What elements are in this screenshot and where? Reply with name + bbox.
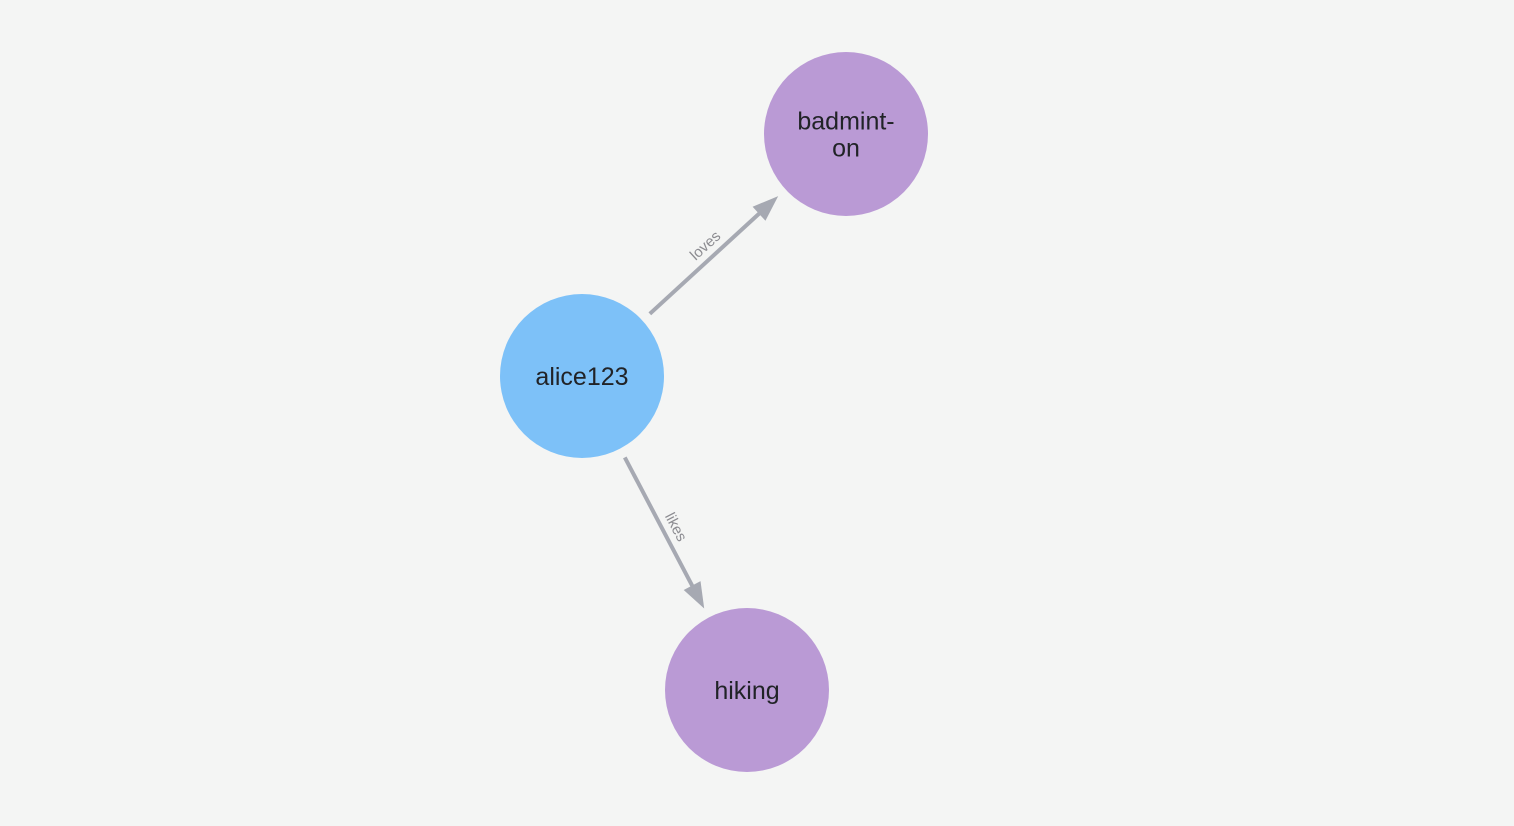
graph-edge-alice123-likes-hiking[interactable]: likes bbox=[623, 456, 705, 609]
graph-node-alice123[interactable]: alice123 bbox=[500, 294, 664, 458]
edge-label: likes bbox=[661, 510, 690, 544]
graph-node-hiking[interactable]: hiking bbox=[665, 608, 829, 772]
node-circle[interactable] bbox=[764, 52, 928, 216]
arrowhead-icon bbox=[683, 581, 705, 609]
edge-label: loves bbox=[687, 228, 724, 264]
arrowhead-icon bbox=[752, 196, 779, 221]
node-circle[interactable] bbox=[665, 608, 829, 772]
edge-line bbox=[648, 210, 762, 316]
node-circle[interactable] bbox=[500, 294, 664, 458]
edge-line bbox=[623, 456, 695, 589]
graph-edge-alice123-loves-badminton[interactable]: loves bbox=[648, 196, 779, 316]
graph-node-badminton[interactable]: badmint-on bbox=[764, 52, 928, 216]
